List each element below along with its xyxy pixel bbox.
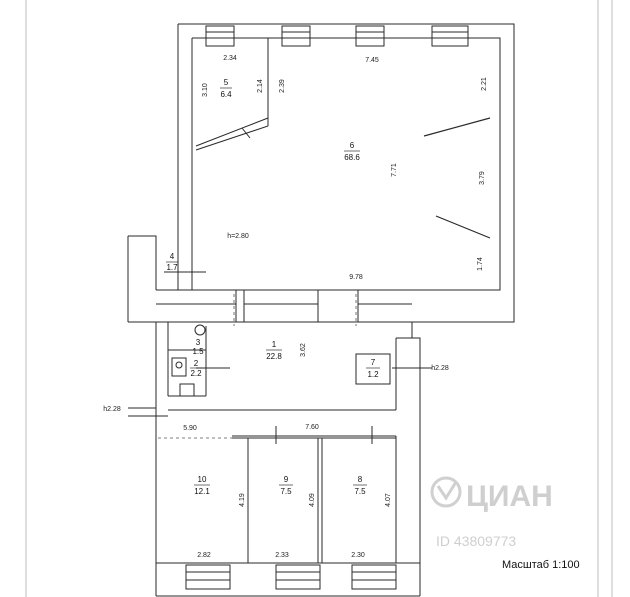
dim-h2-80: h=2.80	[227, 233, 249, 240]
dim-2-33: 2.33	[275, 552, 289, 559]
sheet-frame	[25, 0, 613, 597]
room-6-number: 6	[350, 141, 355, 150]
room-3-area: 1.5	[192, 347, 204, 356]
dim-h2-28-right: h2.28	[431, 365, 449, 372]
room-4-area: 1.7	[166, 263, 178, 272]
room-4-walls	[127, 235, 206, 323]
watermark-id: ID 43809773	[436, 533, 516, 549]
room-8-number: 8	[358, 475, 363, 484]
dim-7-71: 7.71	[391, 163, 398, 177]
dim-2-82: 2.82	[197, 552, 211, 559]
bottom-windows	[185, 564, 397, 590]
dim-7-60: 7.60	[305, 424, 319, 431]
dim-9-78: 9.78	[349, 274, 363, 281]
dim-2-30: 2.30	[351, 552, 365, 559]
watermark-brand: ЦИАН	[466, 480, 553, 513]
dim-4-07: 4.07	[385, 493, 392, 507]
dim-4-19: 4.19	[239, 493, 246, 507]
hall-partitions	[423, 117, 491, 239]
room-6-area: 68.6	[344, 153, 360, 162]
room-2-area: 2.2	[190, 369, 202, 378]
dim-3-79: 3.79	[479, 171, 486, 185]
hall-to-corridor-wall	[156, 289, 412, 323]
dim-5-90: 5.90	[183, 425, 197, 432]
dim-2-14: 2.14	[257, 79, 264, 93]
dim-2-21: 2.21	[481, 77, 488, 91]
dim-1-74: 1.74	[477, 257, 484, 271]
room-5-area: 6.4	[220, 90, 232, 99]
room-5-walls	[195, 38, 269, 151]
dimension-labels: 2.34 7.45 3.10 2.14 2.39 2.21 7.71 3.79 …	[103, 55, 488, 559]
room-9-area: 7.5	[280, 487, 292, 496]
dim-2-39: 2.39	[279, 79, 286, 93]
watermark: ЦИАН ID 43809773	[430, 476, 553, 549]
room-7-area: 1.2	[367, 370, 379, 379]
room-8-area: 7.5	[354, 487, 366, 496]
cian-logo-icon	[430, 476, 462, 508]
room-3-number: 3	[196, 338, 201, 347]
dim-2-34: 2.34	[223, 55, 237, 62]
room-2-number: 2	[194, 359, 199, 368]
dim-3-62: 3.62	[300, 343, 307, 357]
dim-4-09: 4.09	[309, 493, 316, 507]
room-labels: 5 6.4 6 68.6 4 1.7 1 22.8 3 1.5 2 2.2 7 …	[166, 78, 380, 496]
room-4-number: 4	[170, 252, 175, 261]
top-windows	[205, 25, 469, 47]
dim-3-10: 3.10	[202, 83, 209, 97]
room-1-number: 1	[272, 340, 277, 349]
dim-7-45: 7.45	[365, 57, 379, 64]
lower-rooms-walls	[156, 426, 420, 597]
room-5-number: 5	[224, 78, 229, 87]
left-opening	[128, 407, 168, 417]
middle-block-walls	[155, 322, 432, 596]
room-10-area: 12.1	[194, 487, 210, 496]
dashed-guides	[158, 294, 357, 439]
scale-label: Масштаб 1:100	[502, 559, 580, 571]
dim-h2-28-left: h2.28	[103, 406, 121, 413]
room-1-area: 22.8	[266, 352, 282, 361]
upper-hall-walls	[177, 23, 515, 323]
room-10-number: 10	[198, 475, 207, 484]
room-7-number: 7	[371, 358, 376, 367]
room-9-number: 9	[284, 475, 289, 484]
